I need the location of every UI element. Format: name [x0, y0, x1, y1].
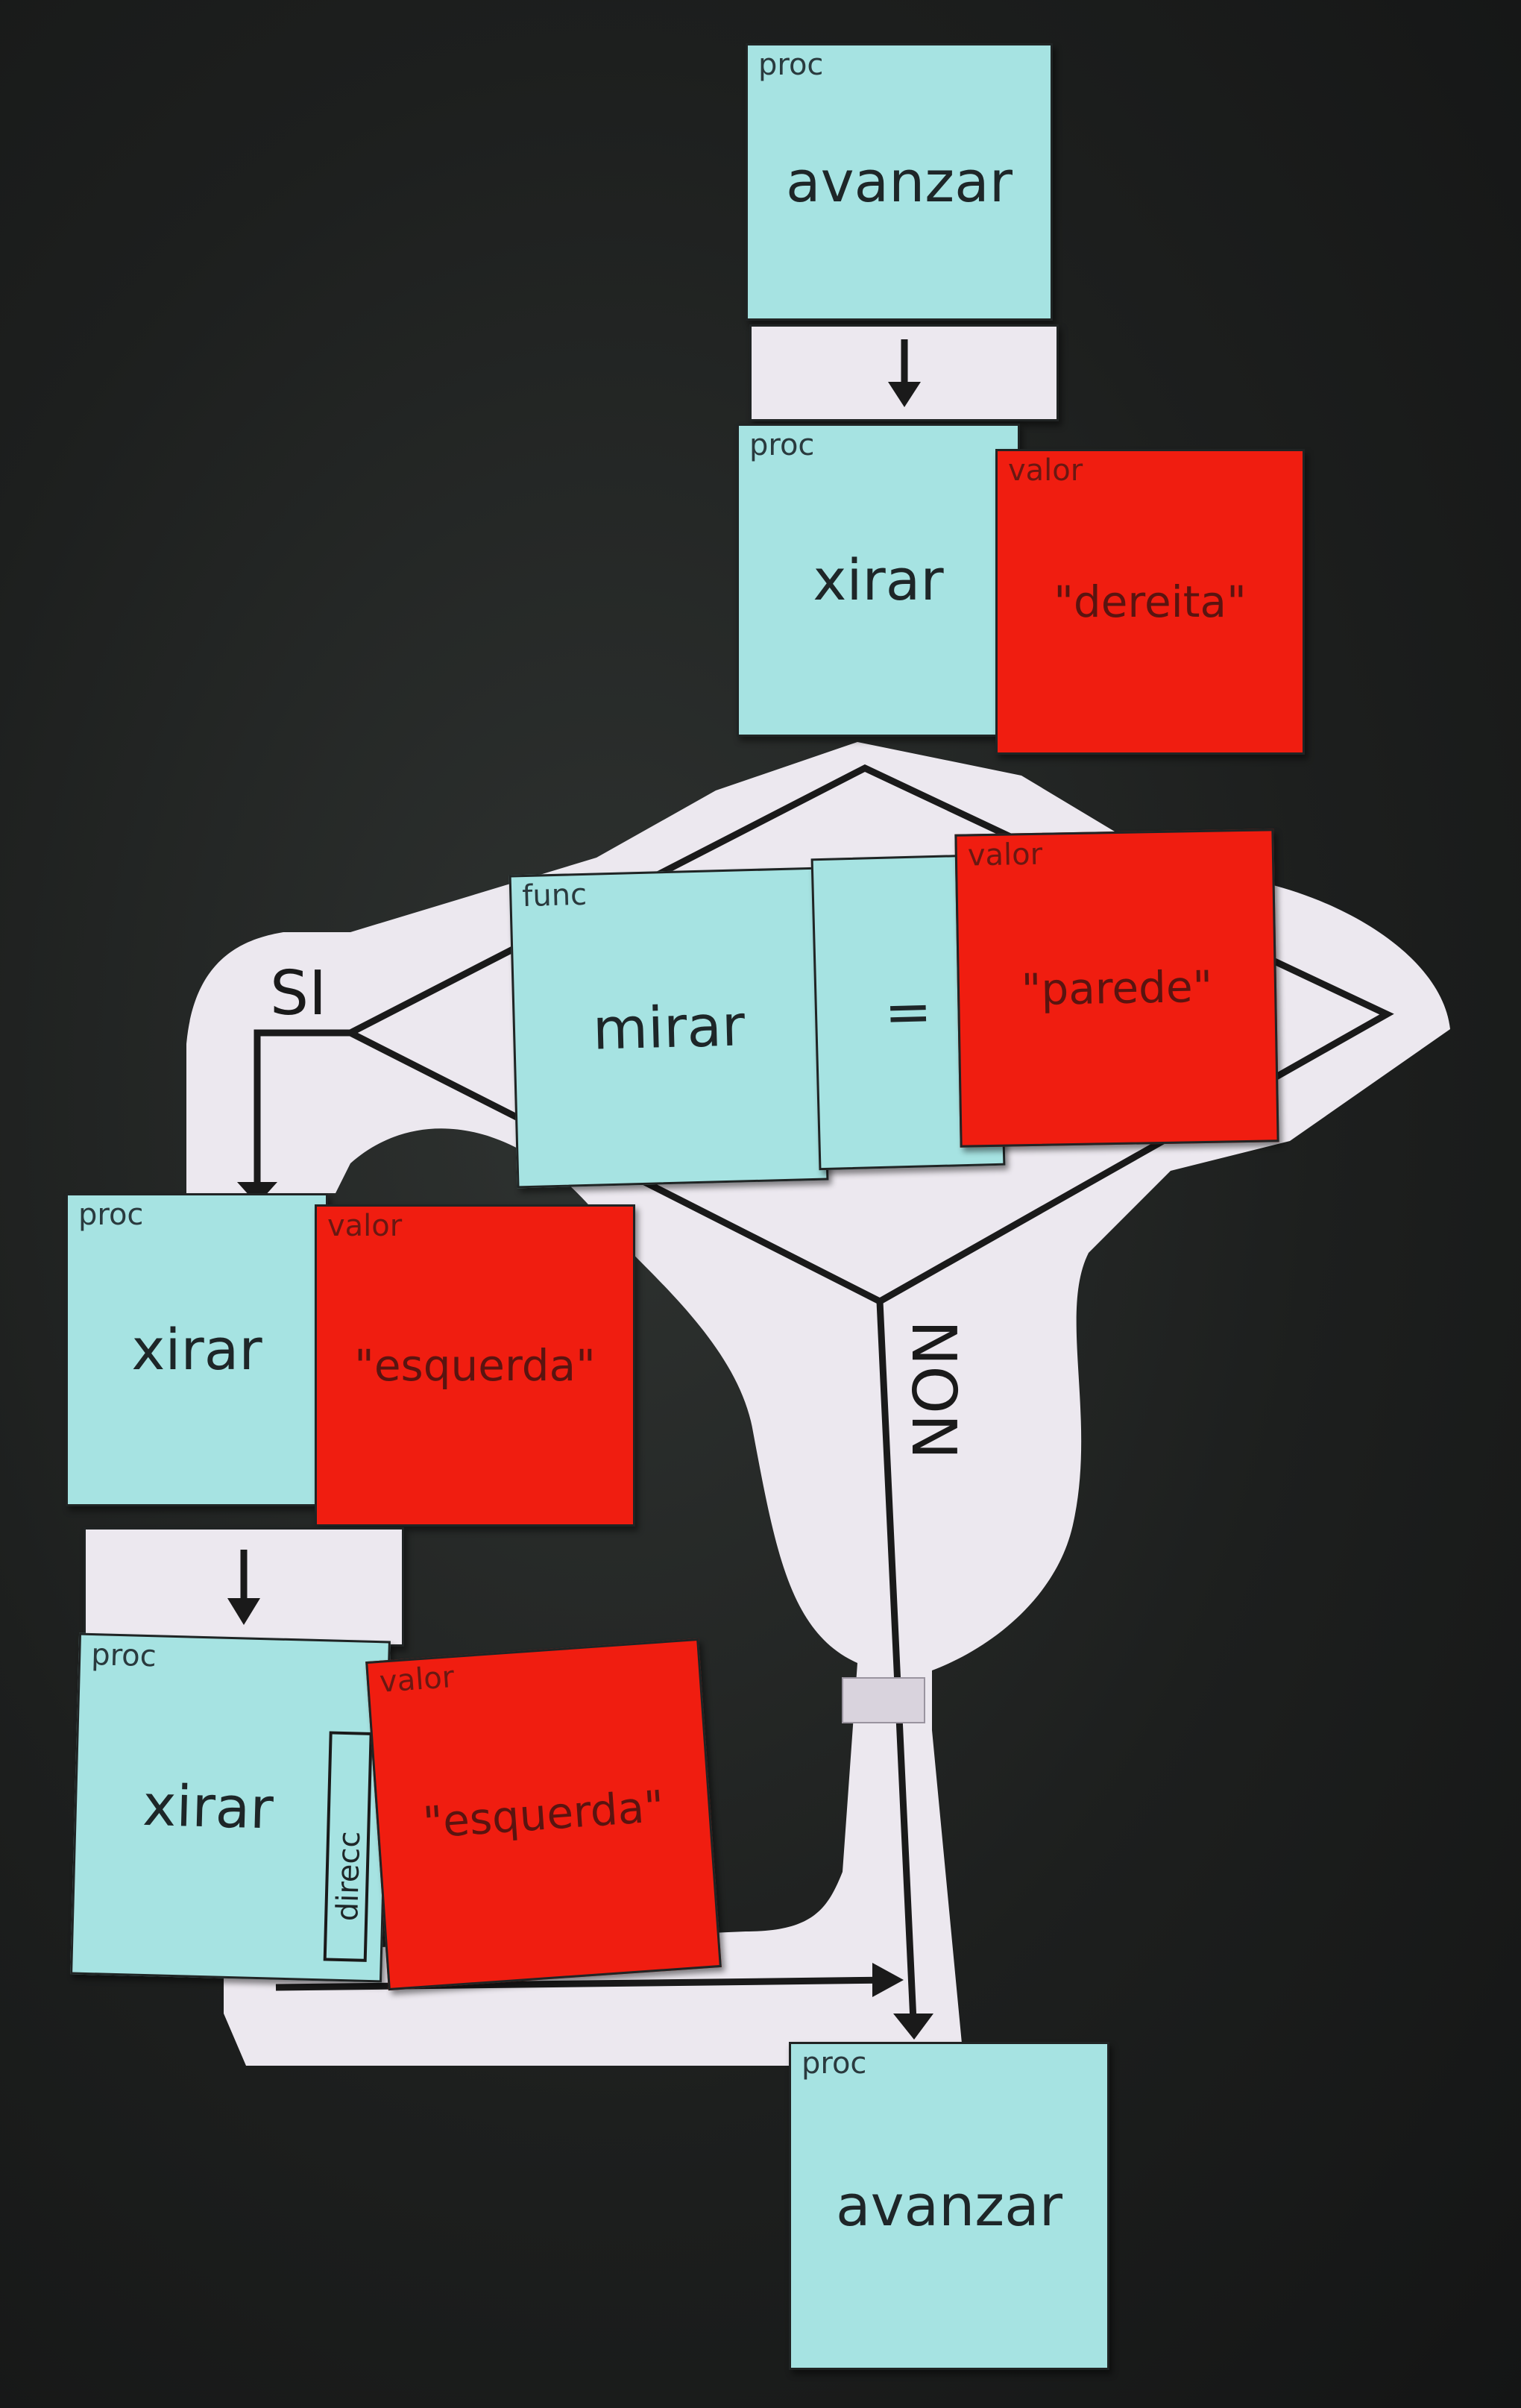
func-mirar-card[interactable]: func mirar	[508, 867, 829, 1189]
proc-tag: proc	[90, 1638, 157, 1674]
yes-label: SI	[270, 958, 327, 1029]
valor-value: "dereita"	[1054, 576, 1247, 627]
proc-name: avanzar	[836, 2172, 1062, 2239]
valor-dereita-card[interactable]: valor "dereita"	[995, 449, 1305, 755]
arrow-down-icon	[887, 339, 921, 407]
proc-tag: proc	[758, 48, 824, 82]
valor-value: "esquerda"	[354, 1340, 596, 1391]
valor-value: "esquerda"	[421, 1780, 666, 1849]
proc-name: avanzar	[786, 148, 1013, 215]
no-label: NON	[898, 1320, 969, 1460]
yes-join-line	[275, 1976, 895, 1991]
proc-avanzar-card[interactable]: proc avanzar	[789, 2042, 1109, 2370]
cut-slot	[842, 1677, 925, 1723]
proc-tag: proc	[78, 1198, 144, 1232]
arrow-down-icon	[227, 1550, 260, 1625]
yes-branch-line	[254, 1029, 350, 1189]
parameter-label: direcc	[330, 1830, 368, 1922]
valor-esquerda-card[interactable]: valor "esquerda"	[365, 1638, 722, 1991]
no-arrowhead	[893, 2014, 933, 2040]
valor-tag: valor	[1008, 453, 1083, 488]
valor-tag: valor	[327, 1209, 403, 1243]
sequence-connector[interactable]	[84, 1527, 404, 1647]
sequence-connector[interactable]	[749, 324, 1059, 421]
proc-name: xirar	[131, 1316, 262, 1383]
proc-xirar-card[interactable]: proc xirar	[737, 424, 1020, 737]
proc-name: xirar	[813, 547, 944, 613]
no-branch-line	[876, 1301, 917, 2022]
proc-avanzar-card[interactable]: proc avanzar	[746, 43, 1053, 321]
func-name: mirar	[591, 992, 746, 1063]
join-arrowhead	[872, 1963, 904, 1997]
valor-tag: valor	[378, 1659, 456, 1700]
valor-parede-card[interactable]: valor "parede"	[954, 829, 1279, 1148]
parameter-slot: direcc	[323, 1731, 373, 1962]
proc-xirar-card[interactable]: proc xirar	[66, 1193, 328, 1506]
valor-tag: valor	[967, 837, 1043, 873]
valor-value: "parede"	[1021, 961, 1213, 1016]
valor-esquerda-card[interactable]: valor "esquerda"	[315, 1204, 635, 1527]
proc-tag: proc	[802, 2046, 867, 2081]
func-tag: func	[521, 877, 588, 914]
proc-xirar-card[interactable]: proc xirar direcc	[70, 1632, 391, 1983]
proc-tag: proc	[749, 428, 815, 462]
